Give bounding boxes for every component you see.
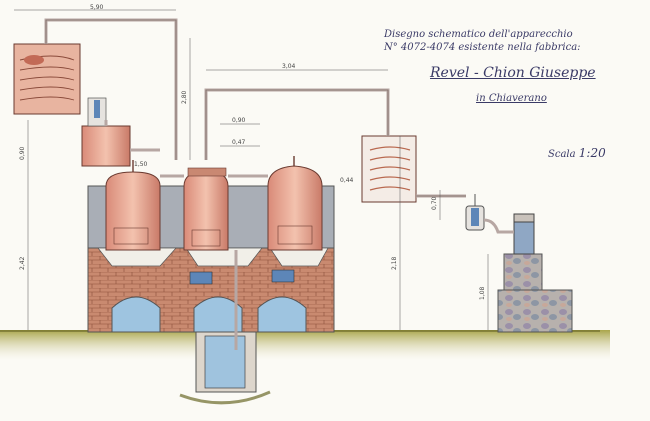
top-left-condenser bbox=[13, 43, 81, 115]
title-block: Disegno schematico dell'apparecchio N° 4… bbox=[372, 28, 642, 104]
scale-label: Scala 1:20 bbox=[548, 146, 606, 160]
dim-small-b: 1,50 bbox=[134, 161, 148, 168]
dim-top-width: 5,90 bbox=[90, 4, 104, 11]
separator bbox=[465, 194, 485, 231]
underground-pit bbox=[179, 331, 271, 405]
intermediate-vessel bbox=[81, 97, 131, 167]
title-line-1: Disegno schematico dell'apparecchio bbox=[384, 29, 573, 40]
dim-stand-h: 1,08 bbox=[479, 286, 486, 300]
dimension-labels: 5,90 3,04 2,80 0,90 0,47 0,70 2,42 0,90 … bbox=[19, 4, 486, 300]
ground bbox=[0, 330, 610, 360]
still-2 bbox=[183, 167, 229, 251]
dim-right-total: 2,18 bbox=[391, 256, 398, 270]
dim-plate-b: 0,47 bbox=[232, 139, 246, 146]
dim-small-a: 0,44 bbox=[340, 177, 354, 184]
fire-arches bbox=[111, 269, 307, 333]
scale-value: 1:20 bbox=[578, 146, 606, 160]
right-condenser bbox=[361, 135, 417, 203]
place-name: in Chiaverano bbox=[476, 93, 547, 104]
dimension-lines bbox=[14, 9, 489, 330]
still-1 bbox=[105, 160, 161, 251]
still-3 bbox=[267, 156, 323, 251]
dim-right-h: 0,70 bbox=[431, 196, 438, 210]
dim-mid-width: 3,04 bbox=[282, 63, 296, 70]
receiver-stand bbox=[497, 213, 573, 333]
maker-name: Revel - Chion Giuseppe bbox=[430, 65, 596, 81]
dim-plate-a: 0,90 bbox=[232, 117, 246, 124]
scale-word: Scala bbox=[548, 149, 576, 160]
title-line-2: N° 4072-4074 esistente nella fabbrica: bbox=[384, 42, 581, 53]
dim-left-mid: 0,90 bbox=[19, 146, 26, 160]
dim-left-total: 2,42 bbox=[19, 256, 26, 270]
dim-tank-height: 2,80 bbox=[181, 90, 188, 104]
